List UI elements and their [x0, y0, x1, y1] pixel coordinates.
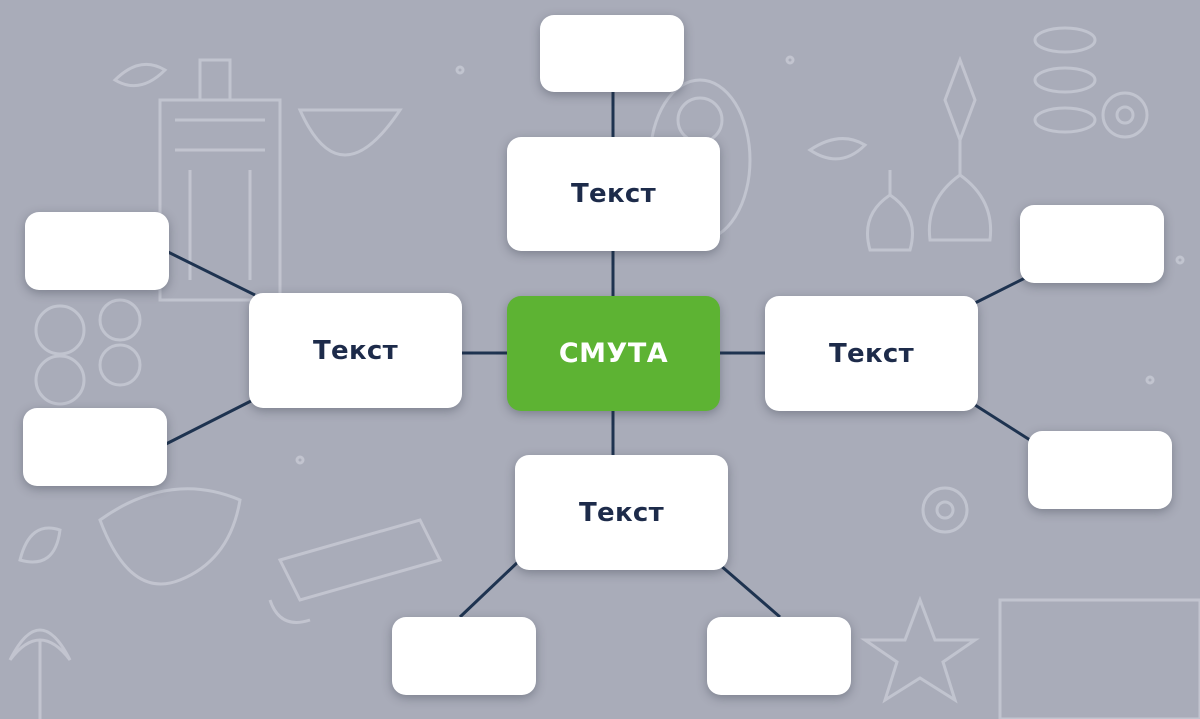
branch-node-top-label: Текст: [571, 179, 656, 209]
leaf-node-left-2[interactable]: [23, 408, 167, 486]
branch-node-right[interactable]: Текст: [765, 296, 978, 411]
edge-bottom-leaf-1: [458, 558, 522, 619]
branch-node-left[interactable]: Текст: [249, 293, 462, 408]
leaf-node-bottom-1[interactable]: [392, 617, 536, 695]
leaf-node-bottom-2[interactable]: [707, 617, 851, 695]
edge-bottom-leaf-2: [719, 563, 781, 619]
edge-right-leaf-2: [974, 403, 1031, 442]
leaf-node-top[interactable]: [540, 15, 684, 92]
branch-node-left-label: Текст: [313, 335, 398, 366]
branch-node-right-label: Текст: [829, 338, 914, 369]
edge-right-leaf-1: [974, 276, 1026, 305]
leaf-node-left-1[interactable]: [25, 212, 169, 290]
leaf-node-right-1[interactable]: [1020, 205, 1164, 283]
central-node[interactable]: СМУТА: [507, 296, 720, 411]
branch-node-bottom-label: Текст: [579, 497, 664, 528]
edge-left-leaf-1: [167, 250, 256, 297]
central-node-label: СМУТА: [558, 338, 669, 369]
edge-left-leaf-2: [165, 398, 254, 446]
leaf-node-right-2[interactable]: [1028, 431, 1172, 509]
branch-node-top[interactable]: Текст: [507, 137, 720, 251]
branch-node-bottom[interactable]: Текст: [515, 455, 728, 570]
